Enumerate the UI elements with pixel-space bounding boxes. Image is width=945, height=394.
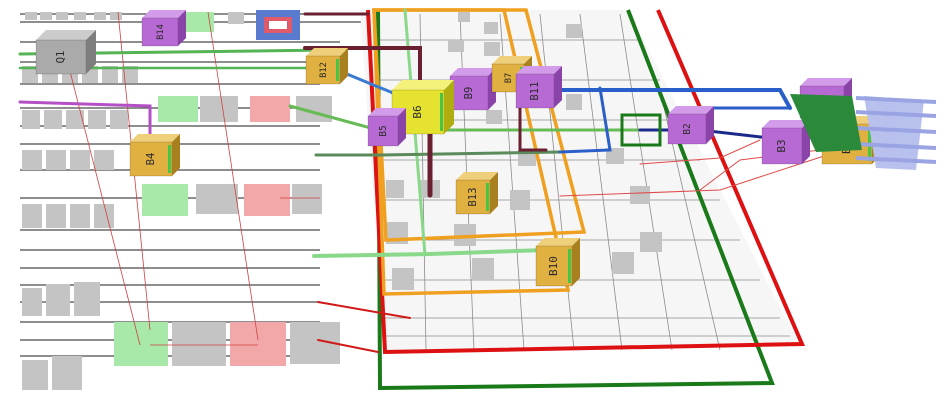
block-label: B6 bbox=[411, 105, 424, 118]
block-front-face bbox=[305, 55, 341, 85]
block-side-face bbox=[554, 66, 562, 108]
block-purple-left-mid[interactable]: B5 bbox=[367, 108, 406, 147]
block-top-face bbox=[368, 108, 406, 116]
block-label: B9 bbox=[462, 87, 475, 100]
left-layer bbox=[20, 11, 390, 390]
block-purple-center-right[interactable]: B11 bbox=[515, 66, 562, 109]
block-top-face bbox=[142, 10, 186, 18]
net-blue-main bbox=[538, 88, 792, 110]
net-lightgreen-1 bbox=[312, 248, 548, 258]
block-top-face bbox=[516, 66, 562, 74]
block-front-face bbox=[449, 75, 489, 111]
block-purple-right-lower[interactable]: B3 bbox=[761, 120, 810, 165]
block-front-face bbox=[761, 127, 803, 165]
block-label: B10 bbox=[547, 256, 560, 276]
block-front-face bbox=[129, 141, 173, 177]
block-side-face bbox=[178, 10, 186, 46]
block-label: B2 bbox=[682, 123, 693, 134]
red-region-border bbox=[366, 9, 806, 355]
block-pin-strip bbox=[168, 145, 171, 173]
block-purple-right[interactable]: B2 bbox=[667, 106, 714, 145]
block-front-face bbox=[141, 17, 179, 47]
left-layer-highlight-cells bbox=[114, 12, 290, 366]
block-front-face bbox=[535, 245, 573, 287]
block-purple-top-left[interactable]: B14 bbox=[141, 10, 186, 47]
block-gold-left[interactable]: B4 bbox=[129, 134, 180, 177]
block-side-face bbox=[706, 106, 714, 144]
net-blue-2 bbox=[558, 86, 612, 154]
left-layer-cells bbox=[22, 12, 340, 390]
block-front-face bbox=[455, 179, 491, 215]
block-pin-strip bbox=[568, 249, 571, 283]
block-top-face bbox=[492, 56, 532, 64]
selection-square bbox=[620, 113, 662, 147]
left-layer-lines bbox=[20, 13, 390, 357]
block-top-face bbox=[306, 48, 348, 56]
block-top-face bbox=[392, 80, 454, 90]
block-top-face bbox=[536, 238, 580, 246]
net-purple-1 bbox=[18, 100, 152, 142]
block-top-face bbox=[130, 134, 180, 142]
block-pin-strip bbox=[486, 183, 489, 211]
net-red-2 bbox=[317, 339, 379, 353]
block-top-face bbox=[36, 30, 96, 40]
orange-region-inner bbox=[372, 8, 587, 242]
block-gold-mid[interactable]: B13 bbox=[455, 172, 498, 215]
block-label: B4 bbox=[144, 153, 157, 166]
block-label: B7 bbox=[504, 73, 514, 84]
region-borders bbox=[366, 8, 806, 391]
block-top-face bbox=[668, 106, 714, 114]
block-front-face bbox=[515, 73, 555, 109]
block-label: Q1 bbox=[54, 51, 67, 64]
block-pin-strip bbox=[336, 59, 339, 81]
block-top-face bbox=[800, 78, 852, 86]
net-green-4 bbox=[314, 150, 562, 157]
block-top-face bbox=[450, 68, 496, 76]
block-front-face bbox=[367, 115, 399, 147]
block-front-face bbox=[667, 113, 707, 145]
block-front-face bbox=[35, 39, 87, 75]
block-gold-upper[interactable]: B12 bbox=[305, 48, 348, 85]
block-gray-top-left[interactable]: Q1 bbox=[35, 30, 96, 75]
block-label: B11 bbox=[528, 81, 541, 100]
block-label: B12 bbox=[319, 62, 329, 78]
block-gold-lower[interactable]: B10 bbox=[535, 238, 580, 287]
block-label: B14 bbox=[156, 24, 166, 40]
block-side-face bbox=[172, 134, 180, 176]
block-label: B5 bbox=[378, 125, 389, 136]
block-side-face bbox=[340, 48, 348, 84]
block-top-face bbox=[456, 172, 498, 180]
block-side-face bbox=[398, 108, 406, 146]
block-side-face bbox=[490, 172, 498, 214]
far-right-stack bbox=[790, 94, 937, 170]
block-pin-strip bbox=[440, 93, 443, 131]
block-side-face bbox=[86, 30, 96, 74]
block-side-face bbox=[444, 80, 454, 134]
block-blue-frame-top[interactable] bbox=[256, 10, 300, 40]
block-side-face bbox=[572, 238, 580, 286]
block-label: B13 bbox=[466, 187, 479, 206]
block-top-face bbox=[762, 120, 810, 128]
net-red-1 bbox=[317, 301, 411, 319]
block-purple-center[interactable]: B9 bbox=[449, 68, 496, 111]
block-label: B3 bbox=[775, 139, 788, 152]
